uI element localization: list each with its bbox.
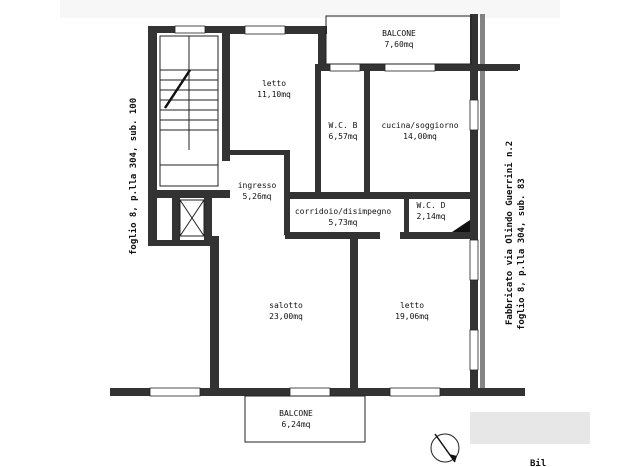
balcony-outlines <box>244 15 472 443</box>
room-labels: BALCONE 7,60mq letto 11,10mq W.C. B 6,57… <box>238 29 459 429</box>
room-ingresso-name: ingresso <box>238 181 277 190</box>
left-cadastral-label: foglio 8, p.lla 304, sub. 100 <box>128 98 139 255</box>
walls <box>110 14 525 396</box>
scan-noise-bottom <box>470 412 590 444</box>
room-wc-d-area: 2,14mq <box>417 212 446 221</box>
room-balcone-bottom-area: 6,24mq <box>282 420 311 429</box>
room-salotto-area: 23,00mq <box>269 312 303 321</box>
room-ingresso-area: 5,26mq <box>243 192 272 201</box>
room-letto-small-area: 11,10mq <box>257 90 291 99</box>
room-balcone-top-area: 7,60mq <box>385 40 414 49</box>
room-letto-large-area: 19,06mq <box>395 312 429 321</box>
room-wc-b-area: 6,57mq <box>329 132 358 141</box>
wc-d-fixture <box>452 220 470 232</box>
room-corridoio-area: 5,73mq <box>329 218 358 227</box>
room-letto-large-name: letto <box>400 301 424 310</box>
room-wc-d-name: W.C. D <box>417 201 446 210</box>
room-balcone-bottom-name: BALCONE <box>279 409 313 418</box>
room-corridoio-name: corridoio/disimpegno <box>295 207 392 216</box>
windows <box>149 25 479 397</box>
staircase <box>159 35 219 187</box>
room-balcone-top-name: BALCONE <box>382 29 416 38</box>
room-cucina-area: 14,00mq <box>403 132 437 141</box>
north-arrow-icon <box>430 433 460 463</box>
room-wc-b-name: W.C. B <box>329 121 358 130</box>
room-cucina-name: cucina/soggiorno <box>381 121 458 130</box>
right-cadastral-label: foglio 8, p.lla 304, sub. 83 <box>516 178 527 330</box>
scan-noise-top <box>60 0 560 18</box>
room-letto-small-name: letto <box>262 79 286 88</box>
right-building-label: Fabbricato via Olindo Guerrini n.2 <box>504 141 515 325</box>
corner-partial-text: Bil <box>530 458 546 467</box>
room-salotto-name: salotto <box>269 301 303 310</box>
elevator-shaft <box>179 199 205 237</box>
